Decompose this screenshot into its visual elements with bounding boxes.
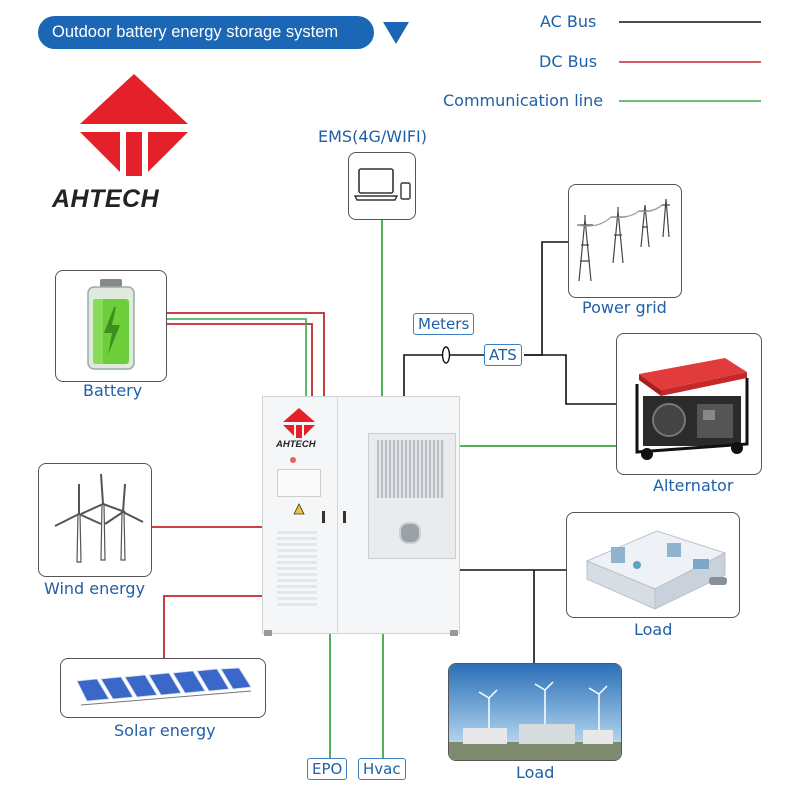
current-sensor-icon	[441, 346, 451, 364]
storage-cabinet: AHTECH	[262, 396, 460, 634]
power-grid-label: Power grid	[582, 298, 667, 317]
cabinet-logo-icon	[283, 408, 315, 438]
load-home-label: Load	[634, 620, 673, 639]
ats-alternator-line	[524, 354, 617, 405]
page-title: Outdoor battery energy storage system	[38, 16, 374, 49]
solar-panel-icon	[76, 667, 252, 706]
wind-label: Wind energy	[44, 579, 146, 598]
solar-dc-line	[163, 595, 264, 660]
industrial-site-icon	[449, 664, 621, 760]
cabinet-ats-line	[403, 354, 488, 397]
right-door-handle	[343, 511, 346, 523]
cabinet-panel-window	[277, 469, 321, 497]
load-industrial-box	[448, 663, 622, 761]
meters-tag: Meters	[413, 313, 475, 335]
cabinet-foot-right	[450, 630, 458, 636]
wind-box	[38, 463, 152, 577]
legend-ac-label: AC Bus	[540, 12, 597, 31]
battery-dc-line-2	[167, 323, 313, 397]
ems-label: EMS(4G/WIFI)	[318, 127, 427, 146]
legend-comm-label: Communication line	[443, 91, 604, 110]
hvac-grille	[377, 440, 445, 498]
load-industrial-label: Load	[516, 763, 555, 782]
battery-dc-line-1	[167, 312, 325, 397]
cabinet-brand-label: AHTECH	[276, 439, 316, 450]
power-tower-icon	[576, 198, 670, 282]
generator-icon	[635, 358, 749, 460]
solar-box	[60, 658, 266, 718]
brand-wordmark: AHTECH	[52, 185, 160, 213]
power-grid-box	[568, 184, 682, 298]
epo-tag: EPO	[307, 758, 348, 780]
hvac-unit	[368, 433, 456, 559]
warning-icon	[293, 503, 305, 515]
hvac-tag: Hvac	[358, 758, 406, 780]
status-light	[290, 457, 296, 463]
battery-icon	[87, 279, 135, 370]
alternator-box	[616, 333, 762, 475]
legend-dc-label: DC Bus	[539, 52, 598, 71]
ats-grid-line	[524, 241, 569, 356]
phone-icon	[400, 182, 411, 200]
ats-tag: ATS	[484, 344, 522, 366]
brand-logo-icon	[80, 74, 188, 176]
laptop-icon	[353, 168, 411, 201]
load-home-box	[566, 512, 740, 618]
battery-label: Battery	[83, 381, 143, 400]
cabinet-foot-left	[264, 630, 272, 636]
battery-comm-line	[167, 318, 307, 397]
house-icon	[585, 530, 727, 610]
ems-box	[348, 152, 416, 220]
cabinet-left-panel	[263, 397, 338, 633]
cabinet-vent-grille	[277, 531, 317, 607]
fan-icon	[399, 522, 421, 544]
alternator-label: Alternator	[653, 476, 734, 495]
left-door-handle	[322, 511, 325, 523]
solar-label: Solar energy	[114, 721, 216, 740]
wind-turbine-icon	[54, 473, 144, 563]
battery-box	[55, 270, 167, 382]
chevron-down-icon	[383, 22, 409, 44]
